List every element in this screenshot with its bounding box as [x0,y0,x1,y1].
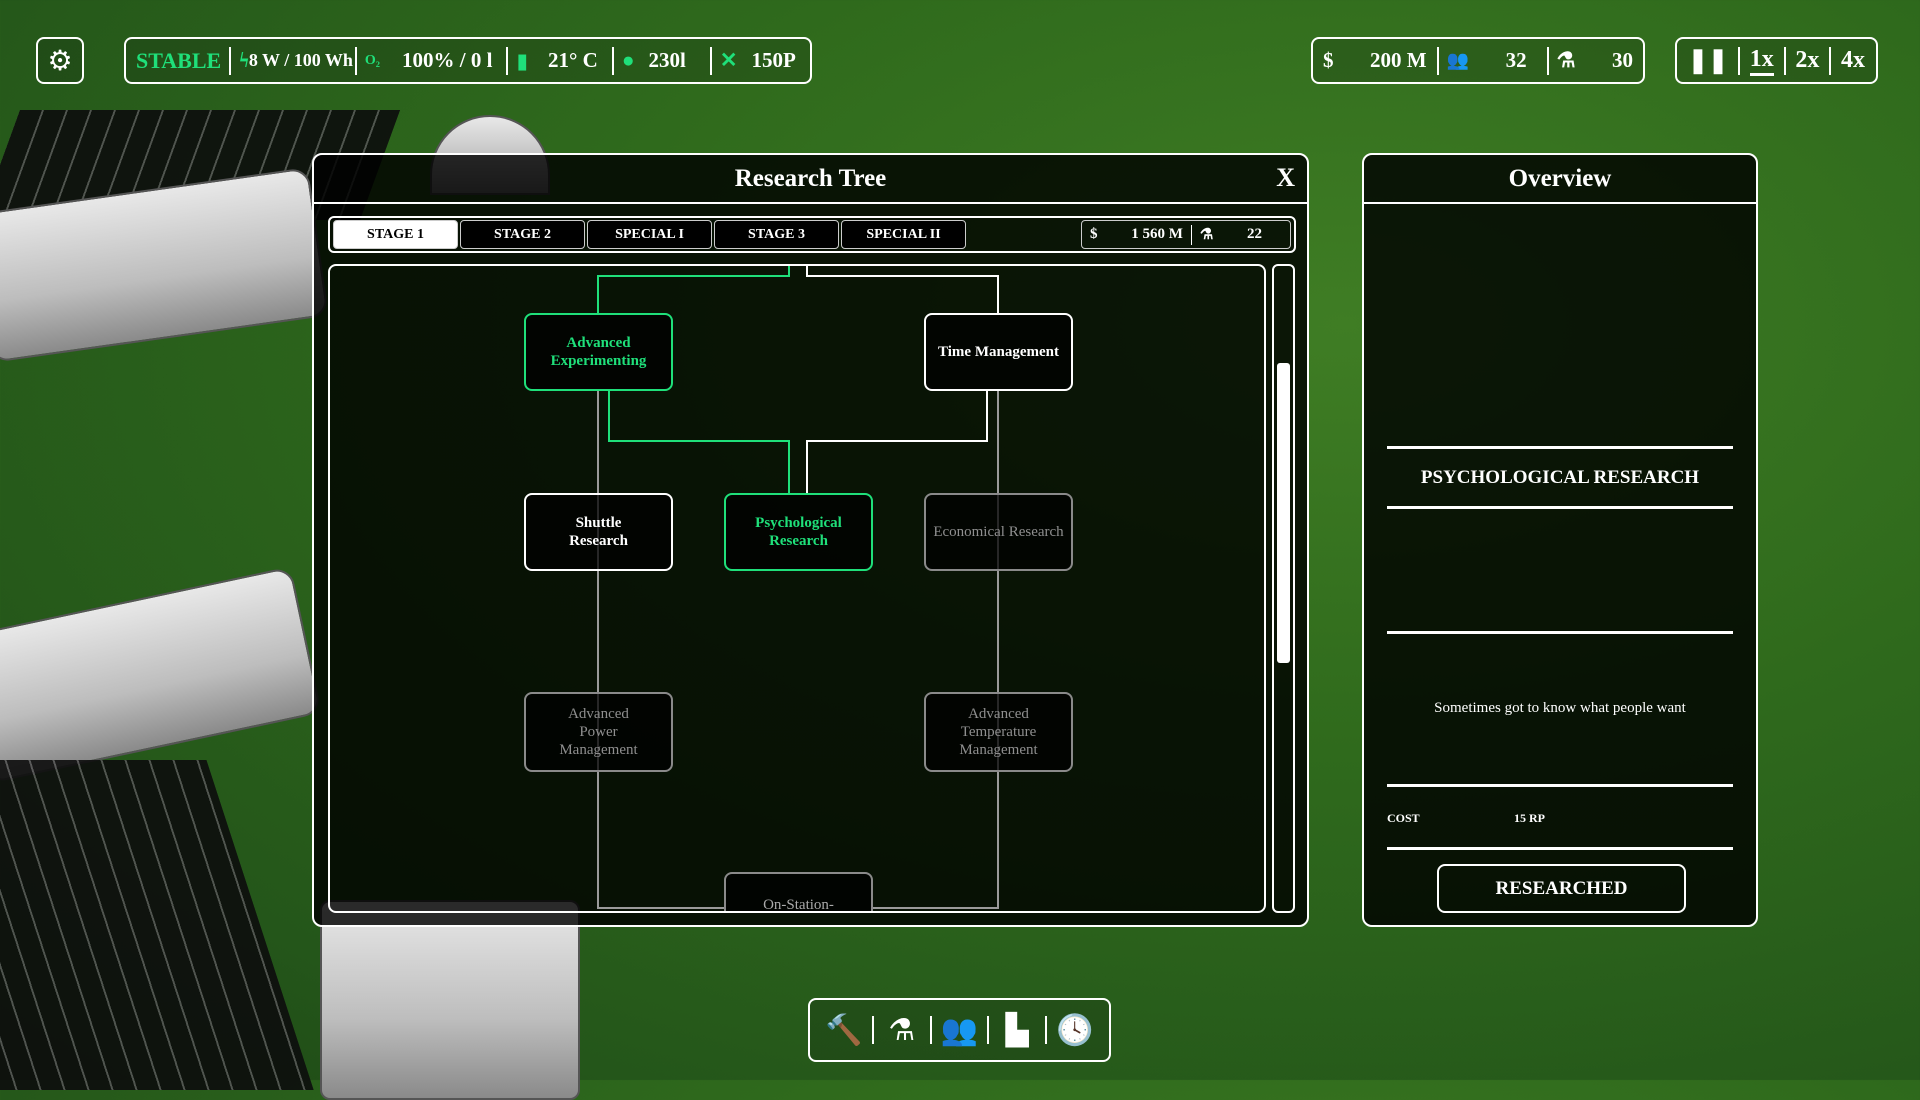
stats-icon[interactable]: ▙ [1005,1013,1029,1047]
pause-button[interactable]: ❚❚ [1687,48,1729,74]
speed-1x-button[interactable]: 1x [1749,46,1774,76]
speed-4x-button[interactable]: 4x [1841,47,1865,73]
research-points-value: 22 [1247,226,1262,242]
tab-stage-2[interactable]: STAGE 2 [460,220,585,249]
resources-bar: $ 200 M 👥 32 ⚗ 30 [1311,37,1645,84]
money-icon: $ [1323,48,1334,72]
close-button[interactable]: X [1276,163,1295,192]
crew-icon: 👥 [1446,50,1470,70]
station-module [320,900,580,1100]
node-economical-research[interactable]: Economical Research [924,493,1073,571]
clock-icon[interactable]: 🕓 [1056,1013,1094,1047]
available-resources: $ 1 560 M ⚗ 22 [1081,220,1291,249]
build-hammer-icon[interactable]: 🔨 [825,1013,863,1047]
power-value: 8 W / 100 Wh [248,50,353,70]
overview-title: Overview [1364,155,1756,204]
researched-button[interactable]: RESEARCHED [1437,864,1686,913]
water-value: 230l [648,48,686,72]
window-title: Research Tree [314,155,1307,204]
oxygen-icon: O₂ [364,52,381,68]
tree-connectors [597,266,999,909]
station-module [0,566,322,784]
node-time-management[interactable]: Time Management [924,313,1073,391]
research-tree-canvas[interactable]: Advanced Experimenting Time Management S… [328,264,1266,913]
node-advanced-power-management[interactable]: Advanced Power Management [524,692,673,772]
temperature-value: 21° C [548,48,598,72]
oxygen-value: 100% / 0 l [402,48,493,72]
overview-panel: Overview PSYCHOLOGICAL RESEARCH Sometime… [1362,153,1758,927]
cost-value: 15 RP [1514,811,1545,825]
flask-icon: ⚗ [1556,48,1576,72]
research-flask-icon[interactable]: ⚗ [888,1013,916,1047]
settings-button[interactable]: ⚙ [36,37,84,84]
flask-icon: ⚗ [1199,227,1214,243]
thermometer-icon: ▮ [516,48,528,73]
gear-icon: ⚙ [47,45,73,77]
tab-special-1[interactable]: SPECIAL I [587,220,712,249]
crew-icon[interactable]: 👥 [940,1013,979,1047]
node-psychological-research[interactable]: Psychological Research [724,493,873,571]
stage-tabs: STAGE 1 STAGE 2 SPECIAL I STAGE 3 SPECIA… [328,216,1296,253]
crew-value: 32 [1505,48,1527,72]
research-description: Sometimes got to know what people want [1434,700,1686,716]
solar-panel [0,760,314,1090]
tab-stage-1[interactable]: STAGE 1 [333,220,458,249]
food-icon: ✕ [719,48,738,72]
station-status: STABLE [136,47,222,73]
tab-special-2[interactable]: SPECIAL II [841,220,966,249]
scrollbar-thumb[interactable] [1277,363,1290,663]
power-icon: ϟ [239,48,249,72]
node-advanced-experimenting[interactable]: Advanced Experimenting [524,313,673,391]
station-module [0,167,329,363]
money-icon: $ [1090,226,1098,242]
bottom-toolbar: 🔨 ⚗ 👥 ▙ 🕓 [808,998,1111,1062]
money-value: 1 560 M [1131,226,1183,242]
research-tree-window: Research Tree X STAGE 1 STAGE 2 SPECIAL … [312,153,1309,927]
node-advanced-temperature-management[interactable]: Advanced Temperature Management [924,692,1073,772]
tree-scrollbar[interactable] [1272,264,1295,913]
research-value: 30 [1611,48,1633,72]
status-bar: STABLE ϟ 8 W / 100 Wh O₂ 100% / 0 l ▮ 21… [124,37,812,84]
speed-2x-button[interactable]: 2x [1795,47,1820,73]
node-on-station[interactable]: On-Station- [724,872,873,911]
node-shuttle-research[interactable]: Shuttle Research [524,493,673,571]
cost-label: COST [1387,811,1420,825]
research-name: PSYCHOLOGICAL RESEARCH [1420,467,1700,488]
speed-controls: ❚❚ 1x 2x 4x [1675,37,1878,84]
water-drop-icon: ● [621,48,635,72]
tab-stage-3[interactable]: STAGE 3 [714,220,839,249]
money-value: 200 M [1370,48,1427,72]
food-value: 150P [751,48,796,72]
